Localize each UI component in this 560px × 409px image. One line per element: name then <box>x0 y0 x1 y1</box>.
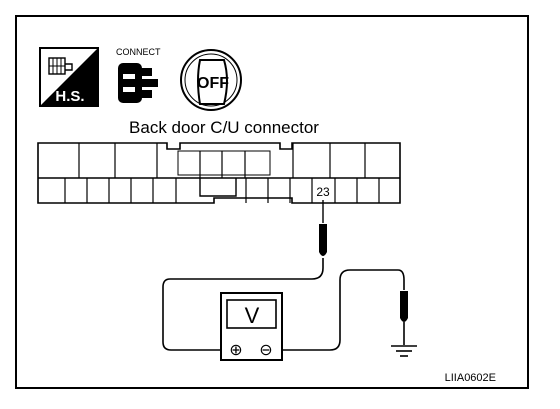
figure-code: LIIA0602E <box>445 372 496 384</box>
connector-lower-row <box>64 178 380 203</box>
ground-icon <box>391 345 417 357</box>
voltmeter: V ⊕ ⊖ <box>220 292 283 361</box>
connect-label: CONNECT <box>116 47 161 57</box>
voltmeter-unit-label: V <box>245 303 260 328</box>
harness-symbol-icon: H.S. <box>39 47 99 107</box>
ignition-label: OFF <box>197 75 229 92</box>
positive-probe <box>319 200 327 268</box>
connector-title: Back door C/U connector <box>129 118 319 137</box>
lead-wires <box>162 267 405 351</box>
ground-probe <box>400 291 408 345</box>
meter-minus-terminal: ⊖ <box>259 342 272 359</box>
connect-icon: CONNECT <box>116 47 161 103</box>
terminal-23-label: 23 <box>316 185 330 199</box>
ignition-off-icon: OFF <box>180 49 242 111</box>
harness-label: H.S. <box>55 88 84 105</box>
back-door-connector <box>37 142 401 204</box>
connector-upper-row <box>78 143 366 178</box>
meter-plus-terminal: ⊕ <box>229 342 242 359</box>
